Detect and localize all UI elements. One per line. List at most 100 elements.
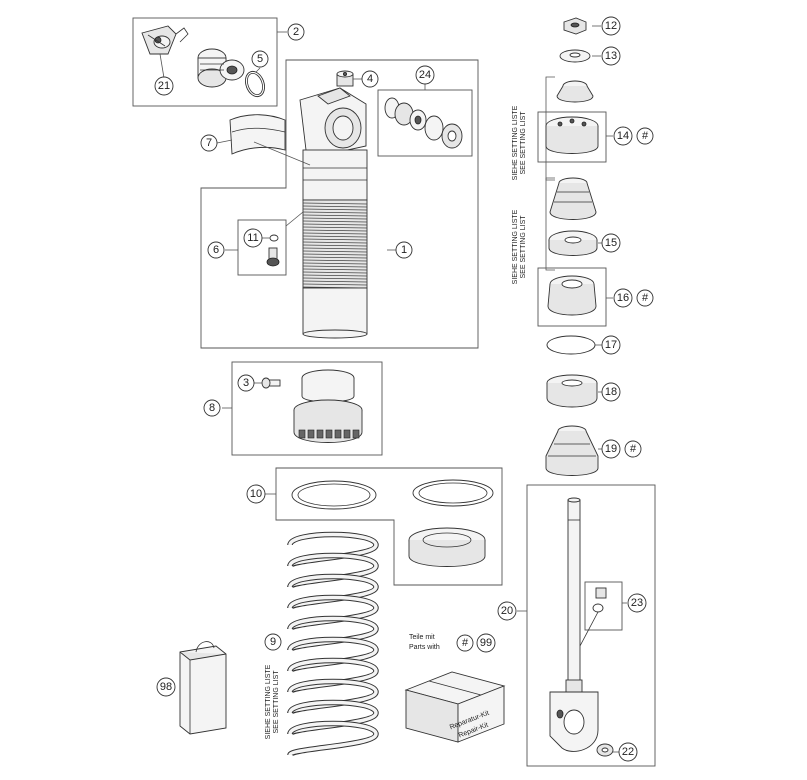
callout-21: 21 [154,76,174,96]
parts-with-en: Parts with [409,644,440,651]
svg-text:23: 23 [631,597,643,609]
svg-text:10: 10 [250,488,262,500]
svg-text:4: 4 [367,73,373,85]
svg-text:#: # [462,637,469,649]
callout-6: 6 [207,241,225,259]
callout-19-hash: # [624,440,642,458]
part-19-bump-rubber [545,425,599,476]
setting-list-label-middle: SIEHE SETTING LISTE SEE SETTING LIST [512,209,527,284]
svg-text:3: 3 [243,377,249,389]
part-23-valve-screw [579,587,607,647]
svg-text:SIEHE SETTING LISTE: SIEHE SETTING LISTE [265,664,272,739]
svg-text:16: 16 [617,292,629,304]
callout-99-hash: # [456,634,474,652]
svg-text:21: 21 [158,80,170,92]
svg-text:17: 17 [605,339,617,351]
callout-19: 19 [601,439,621,459]
part-18-spacer [546,374,598,408]
parts-with-de: Teile mit [409,634,435,641]
part-13-washer [559,49,591,63]
svg-text:SEE SETTING LIST: SEE SETTING LIST [273,670,280,734]
svg-text:15: 15 [605,237,617,249]
callout-15: 15 [601,233,621,253]
group-box-2 [132,17,278,107]
callout-18: 18 [601,382,621,402]
part-4-valve-cap [336,70,354,87]
part-5-o-ring [244,70,266,98]
part-setting-shim-stack [549,177,597,220]
part-12-nut [563,17,587,35]
part-21-adjuster [141,25,189,55]
svg-text:14: 14 [617,130,629,142]
callout-14: 14 [613,126,633,146]
part-11-seal [269,234,279,242]
group-box-10 [275,467,503,586]
svg-text:20: 20 [501,605,513,617]
svg-text:SIEHE SETTING LISTE: SIEHE SETTING LISTE [512,209,519,284]
svg-text:98: 98 [160,681,172,693]
svg-text:8: 8 [209,402,215,414]
part-2-valve-stack [197,48,245,88]
svg-text:1: 1 [401,244,407,256]
callout-99: 99 [476,633,496,653]
svg-text:9: 9 [270,636,276,648]
svg-text:SIEHE SETTING LISTE: SIEHE SETTING LISTE [512,105,519,180]
part-3-bolt [261,377,281,389]
callout-4: 4 [361,70,379,88]
svg-text:#: # [642,292,649,304]
svg-text:11: 11 [247,232,258,244]
part-7-protective-sleeve [229,114,286,155]
part-9-spring [287,531,379,758]
part-10-retainer-ring-right [412,479,494,507]
svg-text:24: 24 [419,69,431,81]
callout-9: 9 [264,633,282,651]
repair-kit-box: Reparatur-Kit Repair-Kit [404,671,506,743]
callout-14-hash: # [636,127,654,145]
group-box-16 [537,267,607,327]
part-10-retainer-ring-left-inner [297,483,371,507]
svg-text:18: 18 [605,386,617,398]
group-box-23 [584,581,623,631]
svg-text:99: 99 [480,637,492,649]
svg-text:13: 13 [605,50,617,62]
group-box-1 [200,59,479,349]
callout-98: 98 [156,677,176,697]
setting-list-label-spring: SIEHE SETTING LISTE SEE SETTING LIST [265,664,280,739]
svg-text:6: 6 [213,244,219,256]
callout-3: 3 [237,374,255,392]
part-setting-upper-stop [556,80,594,103]
part-20-piston-rod [549,497,599,752]
callout-13: 13 [601,46,621,66]
group-box-8 [231,361,383,456]
part-5-o-ring-inner [247,72,263,96]
callout-10: 10 [246,484,266,504]
part-17-circlip [546,335,596,355]
callout-2: 2 [287,23,305,41]
callout-11: 11 [243,228,263,248]
callout-1: 1 [395,241,413,259]
part-10-retainer-ring-left [291,480,377,510]
part-1-shock-body [299,87,368,339]
svg-text:12: 12 [605,20,617,32]
part-6-screw [266,247,280,267]
part-16-seal-head [547,275,597,316]
part-14-piston-assembly [545,116,599,154]
svg-text:19: 19 [605,443,617,455]
svg-text:2: 2 [293,26,299,38]
part-98-oil-can [179,641,227,735]
part-10-retainer-ring-right-inner [418,482,488,504]
callout-16: 16 [613,288,633,308]
callout-16-hash: # [636,289,654,307]
callout-5: 5 [251,50,269,68]
callout-17: 17 [601,335,621,355]
part-8-adjuster-ring [293,369,363,443]
setting-list-label-top: SIEHE SETTING LISTE SEE SETTING LIST [512,105,527,180]
svg-text:#: # [630,443,637,455]
leader-lines [159,25,627,753]
part-24-piston-parts [384,97,463,149]
svg-text:22: 22 [622,746,634,758]
callout-8: 8 [203,399,221,417]
part-22-bushing [596,743,614,757]
